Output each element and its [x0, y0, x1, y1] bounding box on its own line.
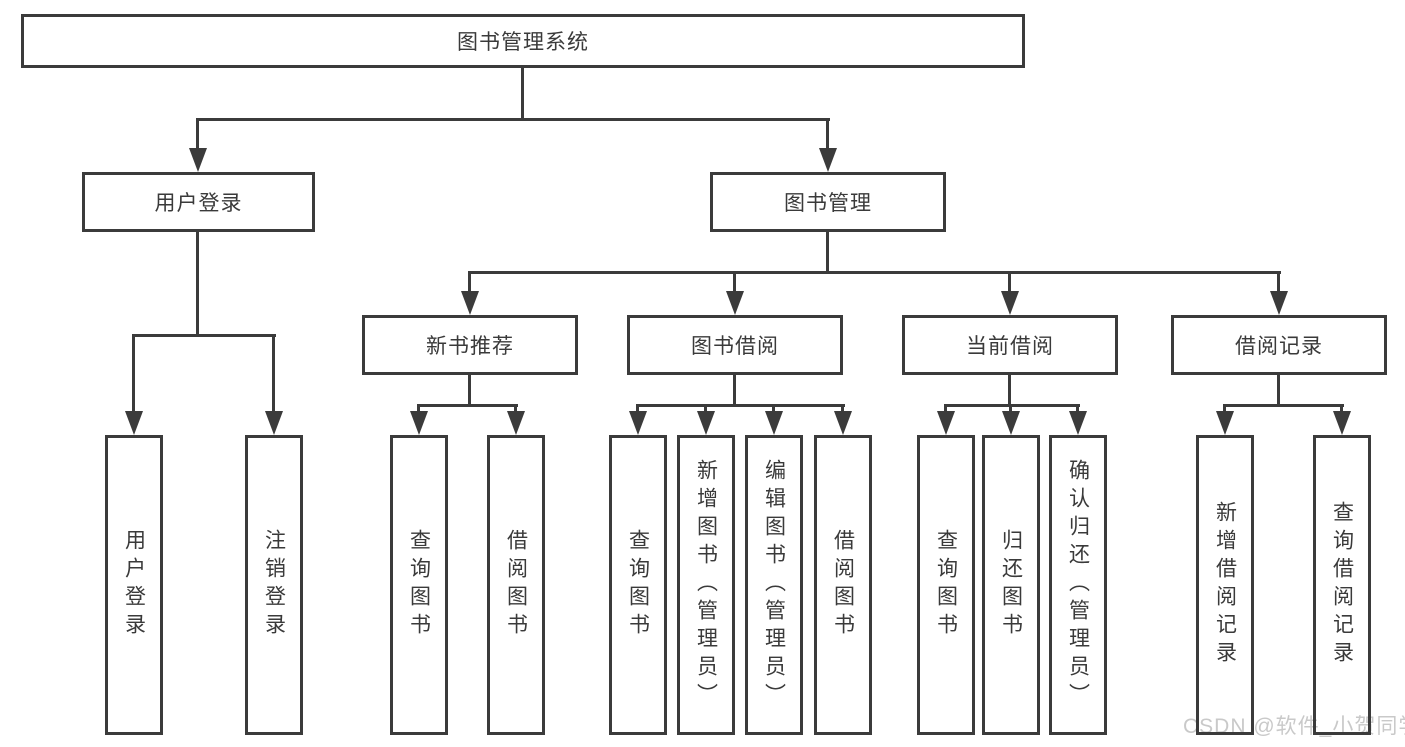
line-vertical	[1076, 404, 1079, 414]
arrowhead-down-icon	[629, 411, 647, 435]
leaf-add-books-admin: 新增图书（管理员）	[677, 435, 735, 735]
line-horizontal	[468, 271, 1281, 274]
arrowhead-down-icon	[265, 411, 283, 435]
line-vertical	[826, 232, 829, 274]
arrowhead-down-icon	[189, 148, 207, 172]
line-vertical	[1223, 404, 1226, 414]
leaf-query-books-3: 查询图书	[917, 435, 975, 735]
leaf-query-borrow-record: 查询借阅记录	[1313, 435, 1371, 735]
line-vertical	[1277, 271, 1280, 295]
node-book-borrow: 图书借阅	[627, 315, 843, 375]
leaf-borrow-books-2-label: 借阅图书	[831, 529, 855, 641]
leaf-return-books: 归还图书	[982, 435, 1040, 735]
leaf-query-books-2: 查询图书	[609, 435, 667, 735]
leaf-logout-login-label: 注销登录	[262, 529, 286, 641]
arrowhead-down-icon	[819, 148, 837, 172]
arrowhead-down-icon	[1069, 411, 1087, 435]
node-current-borrow-label: 当前借阅	[966, 335, 1054, 358]
line-horizontal	[132, 334, 276, 337]
line-vertical	[468, 375, 471, 407]
leaf-logout-login: 注销登录	[245, 435, 303, 735]
line-vertical	[521, 68, 524, 120]
line-vertical	[733, 375, 736, 407]
node-book-management: 图书管理	[710, 172, 946, 232]
leaf-query-books-1-label: 查询图书	[407, 529, 431, 641]
node-new-book-recommend-label: 新书推荐	[426, 335, 514, 358]
line-vertical	[772, 404, 775, 414]
leaf-user-login-label: 用户登录	[122, 529, 146, 641]
line-vertical	[417, 404, 420, 414]
node-user-login: 用户登录	[82, 172, 315, 232]
arrowhead-down-icon	[1270, 291, 1288, 315]
leaf-borrow-books-1-label: 借阅图书	[504, 529, 528, 641]
leaf-confirm-return-admin: 确认归还（管理员）	[1049, 435, 1107, 735]
leaf-add-borrow-record: 新增借阅记录	[1196, 435, 1254, 735]
leaf-edit-books-admin: 编辑图书（管理员）	[745, 435, 803, 735]
node-new-book-recommend: 新书推荐	[362, 315, 578, 375]
arrowhead-down-icon	[1216, 411, 1234, 435]
leaf-edit-books-admin-label: 编辑图书（管理员）	[762, 459, 786, 711]
line-vertical	[841, 404, 844, 414]
arrowhead-down-icon	[461, 291, 479, 315]
leaf-query-borrow-record-label: 查询借阅记录	[1330, 501, 1354, 669]
line-vertical	[704, 404, 707, 414]
arrowhead-down-icon	[125, 411, 143, 435]
line-vertical	[944, 404, 947, 414]
node-user-login-label: 用户登录	[154, 192, 243, 215]
line-vertical	[636, 404, 639, 414]
node-book-management-label: 图书管理	[784, 192, 872, 215]
line-vertical	[1340, 404, 1343, 414]
arrowhead-down-icon	[765, 411, 783, 435]
arrowhead-down-icon	[726, 291, 744, 315]
node-borrow-records-label: 借阅记录	[1235, 335, 1323, 358]
arrowhead-down-icon	[1333, 411, 1351, 435]
node-borrow-records: 借阅记录	[1171, 315, 1387, 375]
arrowhead-down-icon	[1002, 411, 1020, 435]
leaf-borrow-books-1: 借阅图书	[487, 435, 545, 735]
leaf-return-books-label: 归还图书	[999, 529, 1023, 641]
line-vertical	[1008, 375, 1011, 407]
node-root: 图书管理系统	[21, 14, 1025, 68]
line-vertical	[468, 271, 471, 295]
node-root-label: 图书管理系统	[457, 31, 589, 54]
line-vertical	[826, 118, 829, 152]
line-vertical	[132, 334, 135, 415]
line-vertical	[514, 404, 517, 414]
arrowhead-down-icon	[410, 411, 428, 435]
leaf-query-books-1: 查询图书	[390, 435, 448, 735]
leaf-query-books-2-label: 查询图书	[626, 529, 650, 641]
arrowhead-down-icon	[507, 411, 525, 435]
node-book-borrow-label: 图书借阅	[691, 335, 779, 358]
line-vertical	[733, 271, 736, 295]
arrowhead-down-icon	[697, 411, 715, 435]
line-vertical	[1008, 271, 1011, 295]
leaf-confirm-return-admin-label: 确认归还（管理员）	[1066, 459, 1090, 711]
leaf-add-borrow-record-label: 新增借阅记录	[1213, 501, 1237, 669]
watermark: CSDN @软件_小贺同学	[1183, 715, 1405, 738]
line-horizontal	[944, 404, 1080, 407]
leaf-query-books-3-label: 查询图书	[934, 529, 958, 641]
line-vertical	[196, 232, 199, 337]
leaf-user-login: 用户登录	[105, 435, 163, 735]
line-horizontal	[417, 404, 518, 407]
arrowhead-down-icon	[834, 411, 852, 435]
line-horizontal	[636, 404, 845, 407]
line-horizontal	[196, 118, 830, 121]
leaf-add-books-admin-label: 新增图书（管理员）	[694, 459, 718, 711]
line-vertical	[1009, 404, 1012, 414]
line-horizontal	[1223, 404, 1344, 407]
line-vertical	[196, 118, 199, 152]
node-current-borrow: 当前借阅	[902, 315, 1118, 375]
line-vertical	[272, 334, 275, 415]
leaf-borrow-books-2: 借阅图书	[814, 435, 872, 735]
line-vertical	[1277, 375, 1280, 407]
arrowhead-down-icon	[937, 411, 955, 435]
arrowhead-down-icon	[1001, 291, 1019, 315]
